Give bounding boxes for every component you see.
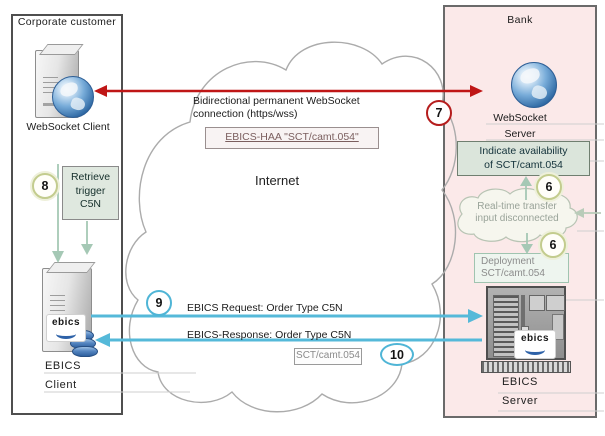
step-9-badge: 9 [146, 290, 172, 316]
realtime-line2: input disconnected [475, 213, 559, 224]
ebics-client-label-line2: Client [45, 379, 77, 391]
bidirectional-connection-label: Bidirectional permanent WebSocket connec… [193, 95, 403, 121]
ebics-haa-box: EBICS-HAA "SCT/camt.054" [205, 127, 379, 149]
step-6-lower-number: 6 [549, 238, 557, 252]
mainframe-panel [546, 295, 565, 311]
step-7-number: 7 [435, 106, 443, 120]
ebics-server-label-line2: Server [502, 395, 538, 407]
step-6-upper-badge: 6 [536, 174, 562, 200]
retrieve-line2: trigger [75, 184, 106, 197]
step-10-badge: 10 [380, 343, 414, 366]
ebics-client-logo: ebics [46, 314, 86, 342]
ebics-swoosh [525, 345, 545, 355]
step-8-badge: 8 [32, 173, 58, 199]
indicate-line1: Indicate availability [479, 145, 568, 157]
bidirectional-line1: Bidirectional permanent WebSocket [193, 95, 360, 107]
retrieve-line1: Retrieve [70, 171, 111, 183]
websocket-server-label-line2: Server [504, 128, 536, 140]
step-6-upper-number: 6 [545, 180, 553, 194]
corporate-customer-box [11, 14, 123, 415]
deployment-line1: Deployment [481, 256, 535, 267]
mainframe-panel [529, 295, 545, 311]
deployment-box: Deployment SCT/camt.054 [474, 253, 569, 283]
ebics-wordmark: ebics [520, 333, 550, 344]
indicate-line2: of SCT/camt.054 [484, 158, 563, 171]
sct-camt-box: SCT/camt.054 [294, 348, 362, 365]
sct-camt-label: SCT/camt.054 [296, 350, 360, 361]
step-6-lower-badge: 6 [540, 232, 566, 258]
step-9-number: 9 [155, 296, 163, 310]
step-7-badge: 7 [426, 100, 452, 126]
globe-icon [52, 76, 94, 118]
mainframe-base [481, 361, 571, 373]
bank-title: Bank [507, 14, 533, 26]
ebics-wordmark: ebics [51, 316, 81, 328]
deployment-line2: SCT/camt.054 [481, 268, 545, 279]
retrieve-line3: C5N [79, 198, 101, 211]
globe-icon [511, 62, 557, 108]
realtime-line1: Real-time transfer [477, 201, 557, 212]
realtime-cloud-label: Real-time transfer input disconnected [452, 201, 582, 225]
bidirectional-line2: connection (https/wss) [193, 108, 298, 121]
indicate-availability-box: Indicate availability of SCT/camt.054 [457, 141, 590, 176]
ebics-server-label-line1: EBICS [501, 376, 538, 388]
ebics-response-label: EBICS-Response: Order Type C5N [187, 329, 352, 341]
websocket-server-label-line1: WebSocket [493, 112, 547, 124]
step-8-number: 8 [41, 179, 49, 193]
step-10-number: 10 [390, 347, 404, 362]
ebics-request-label: EBICS Request: Order Type C5N [187, 302, 343, 314]
ebics-server-logo: ebics [514, 330, 556, 359]
ebics-swoosh [56, 329, 76, 339]
disk-stack-icon [72, 346, 98, 357]
corporate-title: Corporate customer [17, 16, 117, 28]
retrieve-trigger-box: Retrieve trigger C5N [62, 166, 119, 220]
tower-slot [43, 103, 61, 106]
ebics-haa-label: EBICS-HAA "SCT/camt.054" [225, 131, 359, 143]
mainframe-bar [521, 295, 525, 339]
websocket-client-label: WebSocket Client [26, 121, 110, 133]
internet-label: Internet [255, 173, 300, 188]
ebics-client-label-line1: EBICS [45, 360, 82, 372]
